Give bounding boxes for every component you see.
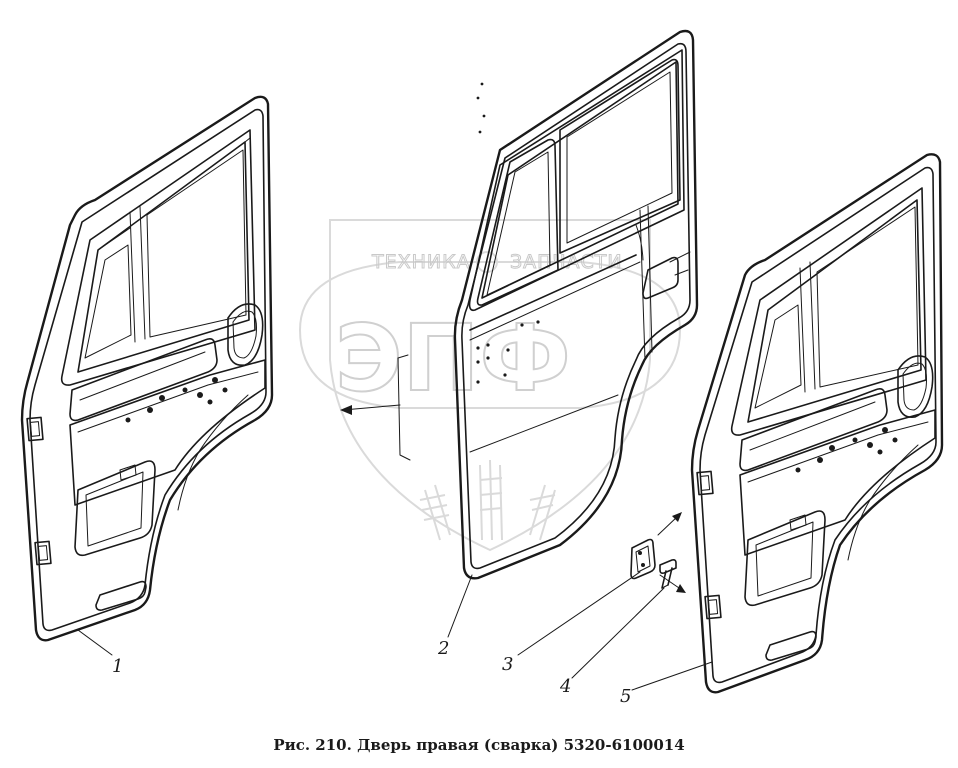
watermark-right-word: ЗАПЧАСТИ bbox=[510, 251, 623, 273]
watermark-left-word: ТЕХНИКА bbox=[371, 251, 471, 273]
bolt-part-4 bbox=[659, 559, 677, 589]
watermark: ТЕХНИКА ЗАПЧАСТИ ЭПФ bbox=[298, 219, 682, 552]
watermark-logo: ЭПФ bbox=[335, 305, 571, 412]
hinge-plate-part-3 bbox=[630, 538, 656, 580]
door-2-outer-panel bbox=[453, 29, 699, 580]
callout-1: 1 bbox=[112, 656, 123, 677]
door-5-inner-panel bbox=[690, 153, 944, 694]
watermark-wheat-icon bbox=[419, 459, 556, 541]
figure-caption: Рис. 210. Дверь правая (сварка) 5320-610… bbox=[273, 736, 685, 754]
callout-4: 4 bbox=[559, 676, 571, 697]
watermark-shield bbox=[329, 219, 651, 552]
direction-arrows-parts bbox=[657, 512, 686, 593]
callout-5: 5 bbox=[620, 686, 631, 707]
callout-3: 3 bbox=[502, 654, 513, 675]
leader-lines bbox=[77, 571, 713, 691]
direction-arrow-left bbox=[340, 354, 411, 461]
door-1-inner-panel bbox=[20, 95, 274, 642]
callout-2: 2 bbox=[437, 638, 449, 659]
